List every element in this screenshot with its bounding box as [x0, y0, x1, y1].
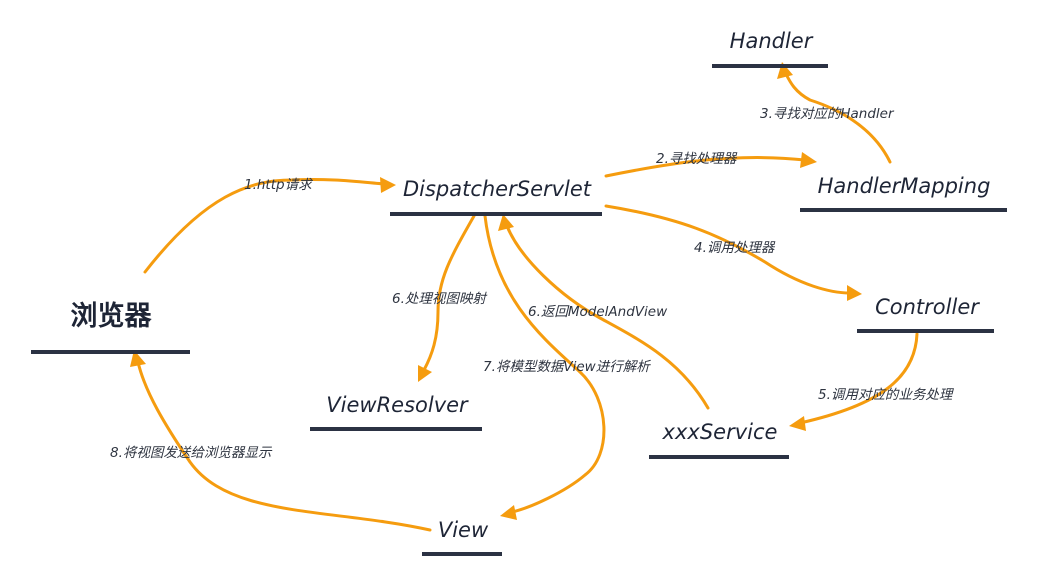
service-node: xxxService [662, 420, 778, 444]
edge-6a-label: 6.处理视图映射 [392, 291, 487, 307]
edge-1-label: 1.http请求 [244, 177, 313, 193]
dispatcher-servlet-node: DispatcherServlet [403, 177, 592, 201]
edge-6b-label: 6.返回ModelAndView [528, 304, 668, 320]
edge-5-arrowhead [789, 416, 806, 431]
edge-5-label: 5.调用对应的业务处理 [818, 387, 955, 403]
edge-6b-arrowhead [498, 214, 514, 231]
view-resolver-node: ViewResolver [326, 393, 469, 417]
edge-8-arrowhead [130, 350, 146, 367]
edge-8-label: 8.将视图发送给浏览器显示 [110, 445, 273, 461]
edge-4-label: 4.调用处理器 [694, 240, 776, 256]
edge-4-arrowhead [847, 285, 862, 301]
edge-2-find-handler [604, 156, 807, 178]
handler-mapping-node: HandlerMapping [818, 174, 991, 198]
edge-3-label: 3.寻找对应的Handler [760, 106, 895, 122]
edge-3-find-matching-handler [784, 72, 892, 164]
edge-4-invoke-handler [604, 204, 852, 295]
edge-2-arrowhead [800, 152, 817, 168]
browser-node: 浏览器 [71, 300, 153, 332]
edge-6-return-model-and-view [505, 224, 710, 410]
edge-7-label: 7.将模型数据View进行解析 [483, 359, 651, 375]
edge-2-label: 2.寻找处理器 [656, 151, 738, 167]
edge-7-resolve-view [483, 214, 606, 514]
edge-5-invoke-service [798, 332, 919, 425]
edge-6-view-mapping [422, 214, 476, 372]
edge-1-http-request [143, 177, 387, 274]
controller-node: Controller [875, 295, 980, 319]
edge-8-send-view-to-browser [136, 360, 432, 532]
edge-7-arrowhead [500, 505, 517, 520]
view-node: View [438, 518, 489, 542]
handler-node: Handler [730, 29, 814, 53]
edge-1-arrowhead [380, 177, 396, 193]
edge-6a-arrowhead [418, 365, 432, 382]
